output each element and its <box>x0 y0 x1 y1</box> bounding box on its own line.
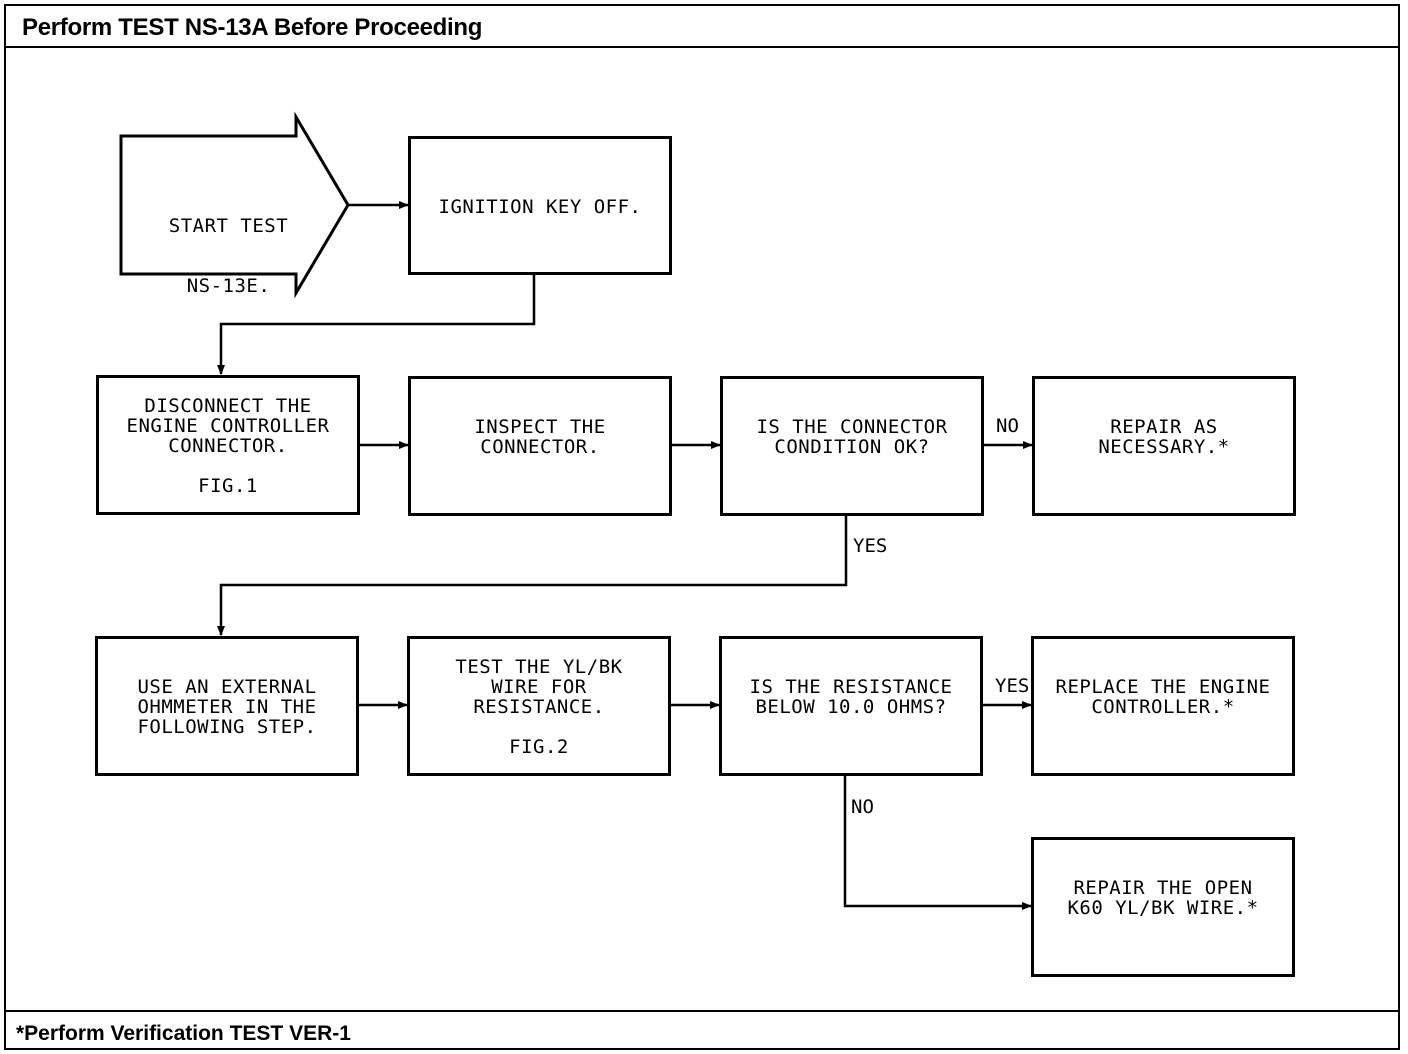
resistance-question-box: IS THE RESISTANCE BELOW 10.0 OHMS? <box>719 636 983 776</box>
inspect-connector-box: INSPECT THE CONNECTOR. <box>408 376 672 516</box>
disconnect-line-2: ENGINE CONTROLLER <box>126 415 330 437</box>
repair-open-wire-box: REPAIR THE OPEN K60 YL/BK WIRE.* <box>1031 837 1295 977</box>
repair-necessary-line-2: NECESSARY.* <box>1098 436 1230 458</box>
ignition-text: IGNITION KEY OFF. <box>438 196 642 218</box>
label-no-resistance: NO <box>851 796 874 818</box>
test-wire-line-2: WIRE FOR <box>491 676 587 698</box>
inspect-line-1: INSPECT THE <box>474 416 606 438</box>
figure-ref-2: FIG.2 <box>509 736 569 758</box>
inspect-line-2: CONNECTOR. <box>480 436 600 458</box>
verification-note: *Perform Verification TEST VER-1 <box>16 1022 351 1045</box>
replace-controller-box: REPLACE THE ENGINE CONTROLLER.* <box>1031 636 1295 776</box>
arrow-ignition-to-disconnect <box>217 275 536 375</box>
disconnect-line-3: CONNECTOR. <box>168 435 288 457</box>
repair-open-line-1: REPAIR THE OPEN <box>1073 877 1253 899</box>
diagram-frame <box>4 4 1400 1050</box>
footer-bar: *Perform Verification TEST VER-1 <box>4 1010 1400 1050</box>
figure-ref-1: FIG.1 <box>198 475 258 497</box>
header-bar: Perform TEST NS-13A Before Proceeding <box>4 4 1400 48</box>
repair-as-necessary-box: REPAIR AS NECESSARY.* <box>1032 376 1296 516</box>
resistance-q-line-2: BELOW 10.0 OHMS? <box>755 696 947 718</box>
resistance-q-line-1: IS THE RESISTANCE <box>749 676 953 698</box>
label-no-connector: NO <box>996 415 1019 437</box>
arrow-question-yes-to-ohmmeter <box>217 516 848 636</box>
test-wire-line-1: TEST THE YL/BK <box>455 656 623 678</box>
label-yes-resistance: YES <box>995 675 1030 697</box>
arrow-resistance-no-to-repair-open <box>843 776 1032 910</box>
start-step-text: START TEST NS-13E. <box>121 176 336 316</box>
ohmmeter-line-1: USE AN EXTERNAL <box>137 676 317 698</box>
test-wire-line-3: RESISTANCE. <box>473 696 605 718</box>
connector-ok-question-box: IS THE CONNECTOR CONDITION OK? <box>720 376 984 516</box>
start-line-2: NS-13E. <box>186 275 271 297</box>
connector-ok-line-1: IS THE CONNECTOR <box>756 416 948 438</box>
repair-necessary-line-1: REPAIR AS <box>1110 416 1218 438</box>
ignition-key-off-box: IGNITION KEY OFF. <box>408 136 672 275</box>
disconnect-connector-box: DISCONNECT THE ENGINE CONTROLLER CONNECT… <box>96 375 360 515</box>
external-ohmmeter-box: USE AN EXTERNAL OHMMETER IN THE FOLLOWIN… <box>95 636 359 776</box>
ohmmeter-line-2: OHMMETER IN THE <box>137 696 317 718</box>
repair-open-line-2: K60 YL/BK WIRE.* <box>1067 897 1259 919</box>
connector-ok-line-2: CONDITION OK? <box>774 436 930 458</box>
start-line-1: START TEST <box>168 215 289 237</box>
replace-line-2: CONTROLLER.* <box>1091 696 1235 718</box>
start-arrow-shape <box>119 111 350 299</box>
page-title: Perform TEST NS-13A Before Proceeding <box>22 14 483 41</box>
replace-line-1: REPLACE THE ENGINE <box>1055 676 1271 698</box>
label-yes-connector: YES <box>853 535 888 557</box>
ohmmeter-line-3: FOLLOWING STEP. <box>137 716 317 738</box>
disconnect-line-1: DISCONNECT THE <box>144 395 312 417</box>
test-wire-box: TEST THE YL/BK WIRE FOR RESISTANCE. FIG.… <box>407 636 671 776</box>
